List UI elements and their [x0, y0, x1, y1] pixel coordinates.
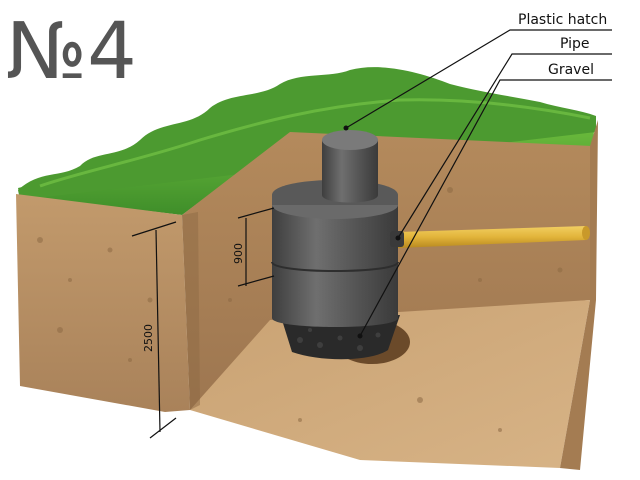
label-gravel: Gravel	[548, 62, 594, 78]
dimension-ring-height	[237, 207, 275, 287]
figure-number: №4	[6, 7, 137, 97]
concrete-rings	[271, 191, 399, 327]
dimension-2500: 2500	[142, 324, 155, 352]
dimension-900: 900	[232, 243, 245, 264]
soil-front-face	[16, 194, 190, 412]
label-plastic-hatch: Plastic hatch	[518, 12, 607, 28]
soil-right-face	[560, 120, 598, 470]
soil-texture	[37, 187, 563, 432]
plastic-hatch	[322, 130, 378, 203]
dimension-total-depth	[131, 221, 177, 439]
label-pipe: Pipe	[560, 36, 590, 52]
callout-lines	[345, 29, 612, 337]
